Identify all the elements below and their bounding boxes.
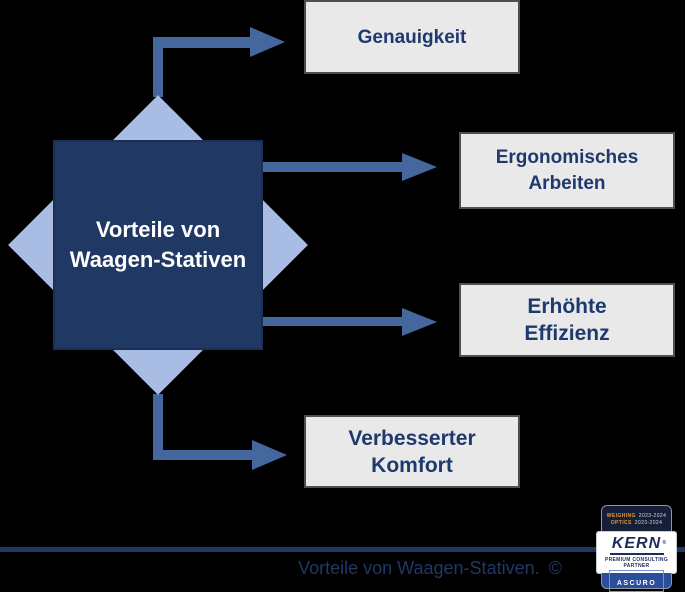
badge-award-row-optics: OPTICS 2023-2024 (611, 520, 663, 526)
node-komfort-label-line1: Verbesserter (348, 426, 476, 450)
badge-award-row-weighing: WEIGHING 2023-2024 (607, 513, 667, 519)
arrow-top-head-icon (250, 27, 285, 57)
arrow-top-vertical-segment (153, 37, 163, 97)
center-node-label-line2: Waagen-Stativen (69, 247, 247, 272)
footer-divider-line (0, 547, 685, 552)
arrow-bottom-head-icon (252, 440, 287, 470)
arrow-top-horizontal-segment (153, 37, 251, 48)
badge-weighing-years: 2023-2024 (638, 512, 667, 519)
kern-logo: KERN ® (611, 535, 666, 552)
arrow-middle-lower-head-icon (402, 308, 437, 336)
node-komfort-label-line2: Komfort (371, 453, 453, 477)
node-effizienz-label-line2: Effizienz (524, 322, 610, 345)
center-node-label-line1: Vorteile von (95, 217, 221, 242)
ascuro-label: ASCURO (616, 579, 657, 587)
arrow-bottom-horizontal-segment (153, 450, 253, 460)
arrow-middle-lower-shaft (262, 317, 403, 326)
node-erhoehte-effizienz: Erhöhte Effizienz (459, 283, 675, 357)
node-genauigkeit-label: Genauigkeit (357, 26, 467, 48)
badge-partner-line2: PARTNER (623, 563, 650, 569)
badge-weighing-label: WEIGHING (606, 512, 636, 519)
badge-optics-years: 2023-2024 (634, 519, 663, 526)
badge-ascuro-panel: ASCURO (601, 569, 672, 592)
figure-caption-text: Vorteile von Waagen-Stativen. (298, 558, 540, 578)
center-node: Vorteile von Waagen-Stativen (53, 140, 263, 350)
node-verbesserter-komfort: Verbesserter Komfort (304, 415, 520, 488)
arrow-bottom-vertical-segment (153, 394, 163, 460)
kern-logo-text: KERN (611, 535, 662, 552)
node-genauigkeit: Genauigkeit (304, 0, 520, 74)
kern-logo-underline (609, 553, 664, 555)
node-ergonomisches-label-line2: Arbeiten (528, 172, 606, 194)
badge-awards-panel: WEIGHING 2023-2024 OPTICS 2023-2024 (601, 505, 672, 532)
badge-brand-panel: KERN ® PREMIUM CONSULTING PARTNER (597, 532, 676, 573)
node-ergonomisches-arbeiten: Ergonomisches Arbeiten (459, 132, 675, 209)
kern-partner-badge: WEIGHING 2023-2024 OPTICS 2023-2024 KERN… (597, 505, 676, 592)
arrow-middle-upper-head-icon (402, 153, 437, 181)
node-effizienz-label-line1: Erhöhte (527, 295, 607, 318)
ascuro-frame: ASCURO (608, 569, 665, 592)
badge-partner-line1: PREMIUM CONSULTING (604, 557, 669, 563)
node-ergonomisches-label-line1: Ergonomisches (495, 146, 639, 168)
figure-caption: Vorteile von Waagen-Stativen. © (240, 557, 620, 579)
badge-optics-label: OPTICS (610, 519, 632, 526)
copyright-icon: © (548, 558, 562, 578)
arrow-middle-upper-shaft (262, 162, 403, 172)
registered-mark-icon: ® (662, 540, 668, 546)
